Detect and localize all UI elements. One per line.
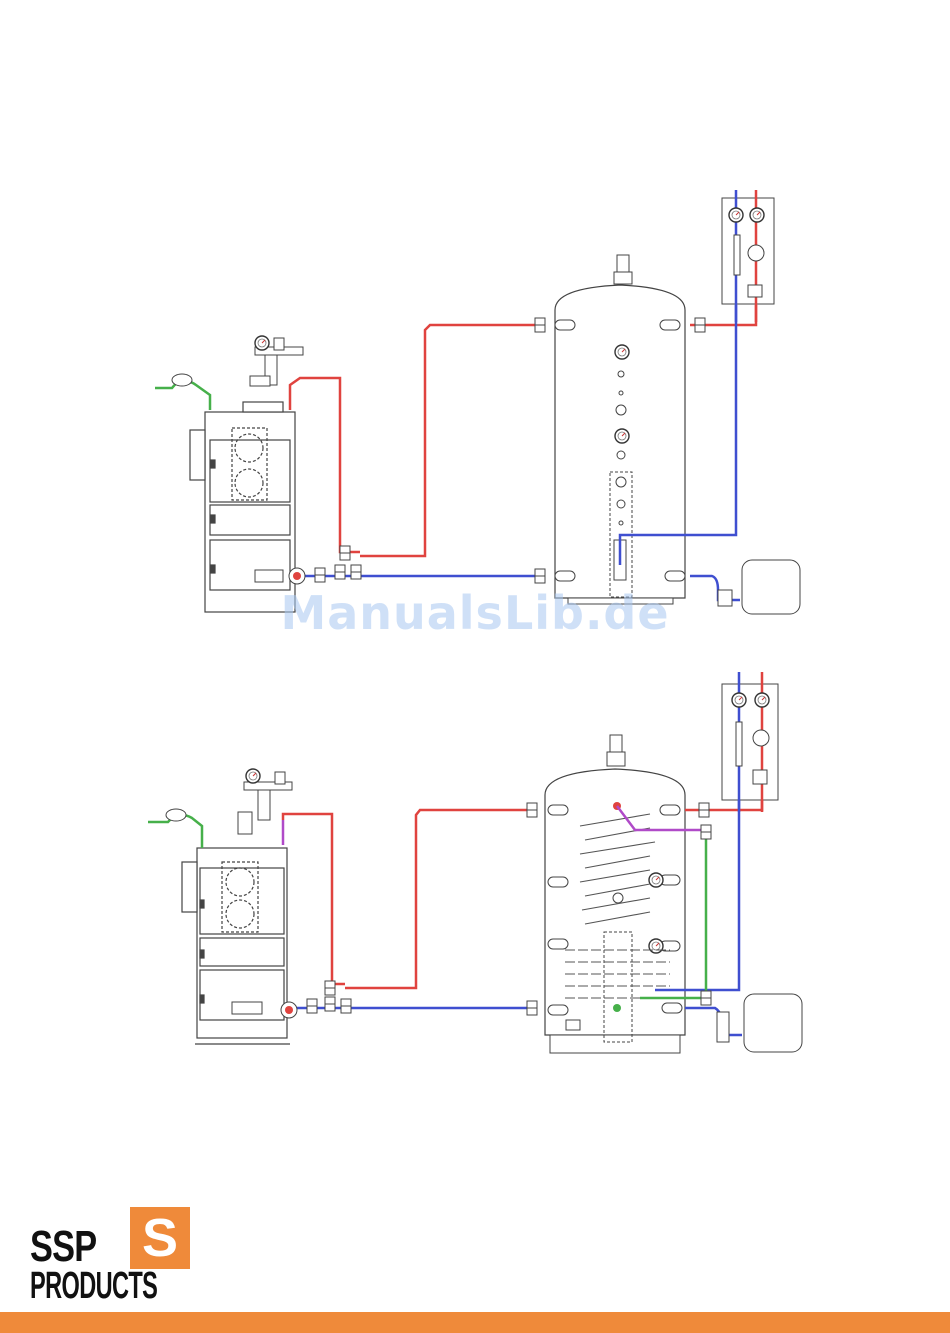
hot-pipe-to-station-bottom — [685, 800, 762, 810]
pump-station-bottom — [722, 672, 778, 812]
hot-pipe-to-buffer-bottom — [345, 810, 528, 988]
hot-pipe-to-buffer-top — [360, 325, 535, 556]
green-inlet-top — [155, 374, 210, 410]
diagram-top — [155, 190, 800, 614]
diagram-bottom — [148, 672, 802, 1053]
green-inlet-bottom — [148, 809, 202, 848]
logo-line-ssp: SSP — [30, 1225, 96, 1269]
hot-pipe-boiler-top — [290, 378, 360, 552]
logo-orange-mark: S — [130, 1207, 190, 1269]
buffer-tank-bottom — [545, 735, 685, 1053]
ssp-products-logo: S SSP PRODUCTS — [26, 1205, 166, 1305]
pump-station-top — [722, 190, 774, 322]
boiler-bottom — [182, 848, 290, 1044]
footer-orange-bar — [0, 1312, 950, 1333]
expansion-tank-top — [690, 560, 800, 614]
safety-group-top — [250, 336, 303, 386]
logo-line-products: PRODUCTS — [30, 1267, 157, 1305]
hot-pipe-boiler-bottom — [283, 814, 345, 984]
return-group-top — [255, 318, 545, 584]
